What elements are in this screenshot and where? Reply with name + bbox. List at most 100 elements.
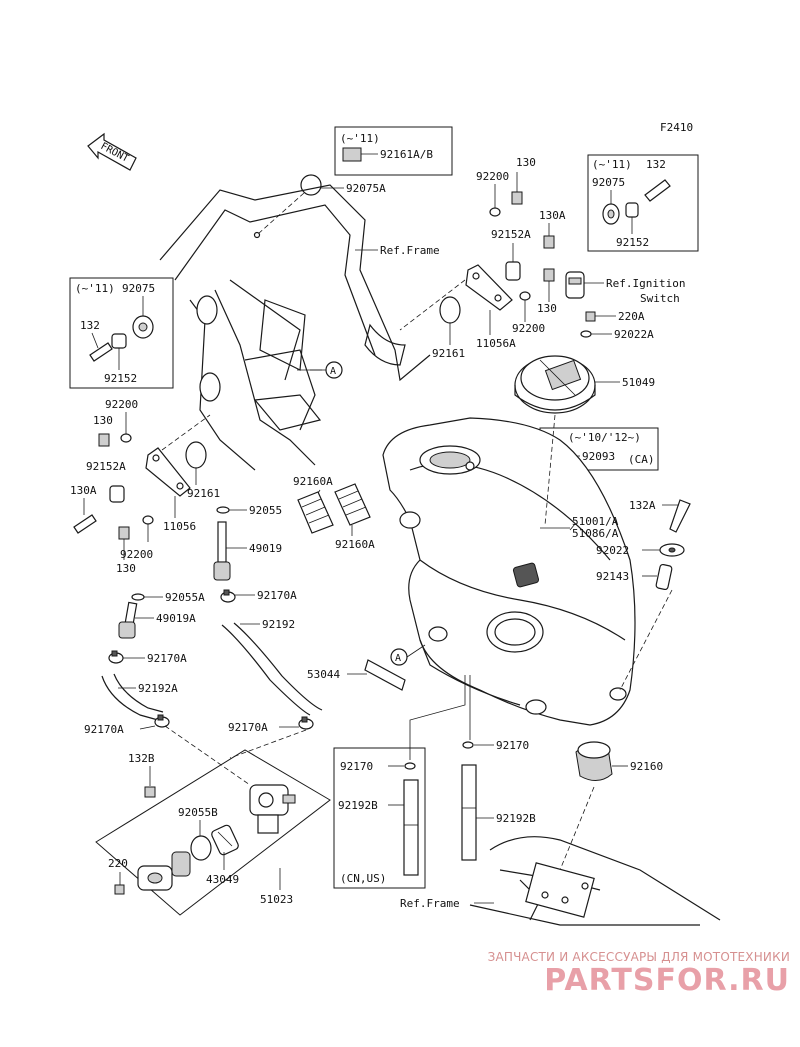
label-ref-frame-bottom: Ref.Frame xyxy=(400,897,460,910)
bolt-132A xyxy=(669,499,691,533)
svg-text:A: A xyxy=(395,653,401,664)
label-92192A: 92192A xyxy=(138,682,178,695)
vent-hose-box xyxy=(333,747,426,889)
label-ca: (CA) xyxy=(628,453,655,466)
label-49019: 49019 xyxy=(249,542,282,555)
screw-220 xyxy=(114,884,125,895)
note-until-11-left: (~'11) xyxy=(75,282,115,295)
clamp-92170A-3 xyxy=(154,714,170,728)
bolt-130A-icon xyxy=(543,223,555,249)
label-130A-left: 130A xyxy=(70,484,97,497)
inset-box-left xyxy=(69,277,174,389)
label-92200-left: 92200 xyxy=(105,398,138,411)
label-ref-frame-top: Ref.Frame xyxy=(380,244,440,257)
label-92152-rb: 92152 xyxy=(616,236,649,249)
callout-a-lower: A xyxy=(390,644,426,666)
label-92152-lb: 92152 xyxy=(104,372,137,385)
damper-92161-left xyxy=(185,441,207,469)
hose-92192B-right xyxy=(461,764,477,861)
label-92160A-1: 92160A xyxy=(293,475,333,488)
svg-text:A: A xyxy=(330,366,336,377)
label-51023: 51023 xyxy=(260,893,293,906)
filter-43049 xyxy=(211,824,239,856)
collar-92152-rb xyxy=(625,202,639,218)
label-92170A-2: 92170A xyxy=(147,652,187,665)
bracket-11056A xyxy=(465,264,513,311)
label-92192B-right: 92192B xyxy=(496,812,536,825)
inset-box-right xyxy=(587,154,699,252)
bolt-130A-left xyxy=(73,514,97,534)
collar-92152A-left xyxy=(109,485,125,503)
label-92192: 92192 xyxy=(262,618,295,631)
label-132A: 132A xyxy=(629,499,656,512)
label-130-mid: 130 xyxy=(537,302,557,315)
hose-92192B-left xyxy=(403,779,419,876)
clamp-92170A-1 xyxy=(220,589,236,603)
label-92152A-left: 92152A xyxy=(86,460,126,473)
damper-92160A-b xyxy=(334,483,371,526)
note-until-11-right: (~'11) xyxy=(592,158,632,171)
label-92093: 92093 xyxy=(582,450,615,463)
fuel-tank-51001 xyxy=(382,417,636,726)
cap-part-icon xyxy=(342,147,362,162)
washer-92200-left2 xyxy=(142,515,154,525)
ignition-switch-icon xyxy=(565,271,585,299)
collar-92152-lb xyxy=(111,333,127,349)
damper-92160 xyxy=(575,741,613,781)
label-92170-left: 92170 xyxy=(340,760,373,773)
petcock-box xyxy=(95,749,331,916)
cover-plate xyxy=(137,865,173,891)
label-92170A-4: 92170A xyxy=(228,721,268,734)
label-220: 220 xyxy=(108,857,128,870)
label-92161AB: 92161A/B xyxy=(380,148,433,161)
label-92160A-2: 92160A xyxy=(335,538,375,551)
label-92161-left: 92161 xyxy=(187,487,220,500)
petcock-valve xyxy=(249,784,296,834)
washer-mid-icon xyxy=(519,291,531,301)
label-92075-lb: 92075 xyxy=(122,282,155,295)
label-cn-us: (CN,US) xyxy=(340,872,386,885)
label-49019A: 49019A xyxy=(156,612,196,625)
watermark: ЗАПЧАСТИ И АКСЕССУАРЫ ДЛЯ МОТОТЕХНИКИ PA… xyxy=(470,950,790,998)
figure-code: F2410 xyxy=(660,121,693,134)
label-132-lb: 132 xyxy=(80,319,100,332)
fuel-cap-51049 xyxy=(514,355,596,414)
bolt-220A xyxy=(585,311,596,322)
label-43049: 43049 xyxy=(206,873,239,886)
label-92200-left2: 92200 xyxy=(120,548,153,561)
label-ref-ignition: Ref.Ignition xyxy=(606,277,685,290)
collar-92143 xyxy=(655,563,673,591)
collar-icon xyxy=(505,261,521,281)
label-132B: 132B xyxy=(128,752,155,765)
label-92200-mid: 92200 xyxy=(512,322,545,335)
label-92170-right: 92170 xyxy=(496,739,529,752)
washer-icon xyxy=(489,207,501,217)
inset-box-top xyxy=(334,126,453,176)
label-11056A: 11056A xyxy=(476,337,516,350)
note-range-10-12: (~'10/'12~) xyxy=(568,431,641,444)
label-92022A: 92022A xyxy=(614,328,654,341)
label-92200-top: 92200 xyxy=(476,170,509,183)
label-132-rb: 132 xyxy=(646,158,666,171)
oring-92055 xyxy=(216,506,230,514)
bolt-132B xyxy=(144,786,156,798)
oring-92055B xyxy=(190,835,212,861)
note-until-11-top: (~'11) xyxy=(340,132,380,145)
label-11056: 11056 xyxy=(163,520,196,533)
frame-outline xyxy=(159,184,431,471)
label-220A: 220A xyxy=(618,310,645,323)
label-92075A: 92075A xyxy=(346,182,386,195)
washer-92022A xyxy=(580,330,592,338)
hose-92192A xyxy=(101,675,159,721)
label-92055B: 92055B xyxy=(178,806,218,819)
bolt-130-icon xyxy=(511,172,523,205)
bolt-130-left xyxy=(98,433,110,447)
hose-92192 xyxy=(221,624,311,716)
label-130-top: 130 xyxy=(516,156,536,169)
oring-92055A xyxy=(131,593,145,601)
clamp-92170A-4 xyxy=(298,716,314,730)
label-92170A-3: 92170A xyxy=(84,723,124,736)
watermark-logo: PARTSFOR.RU xyxy=(544,963,790,998)
bolt-132-rb xyxy=(644,179,671,202)
